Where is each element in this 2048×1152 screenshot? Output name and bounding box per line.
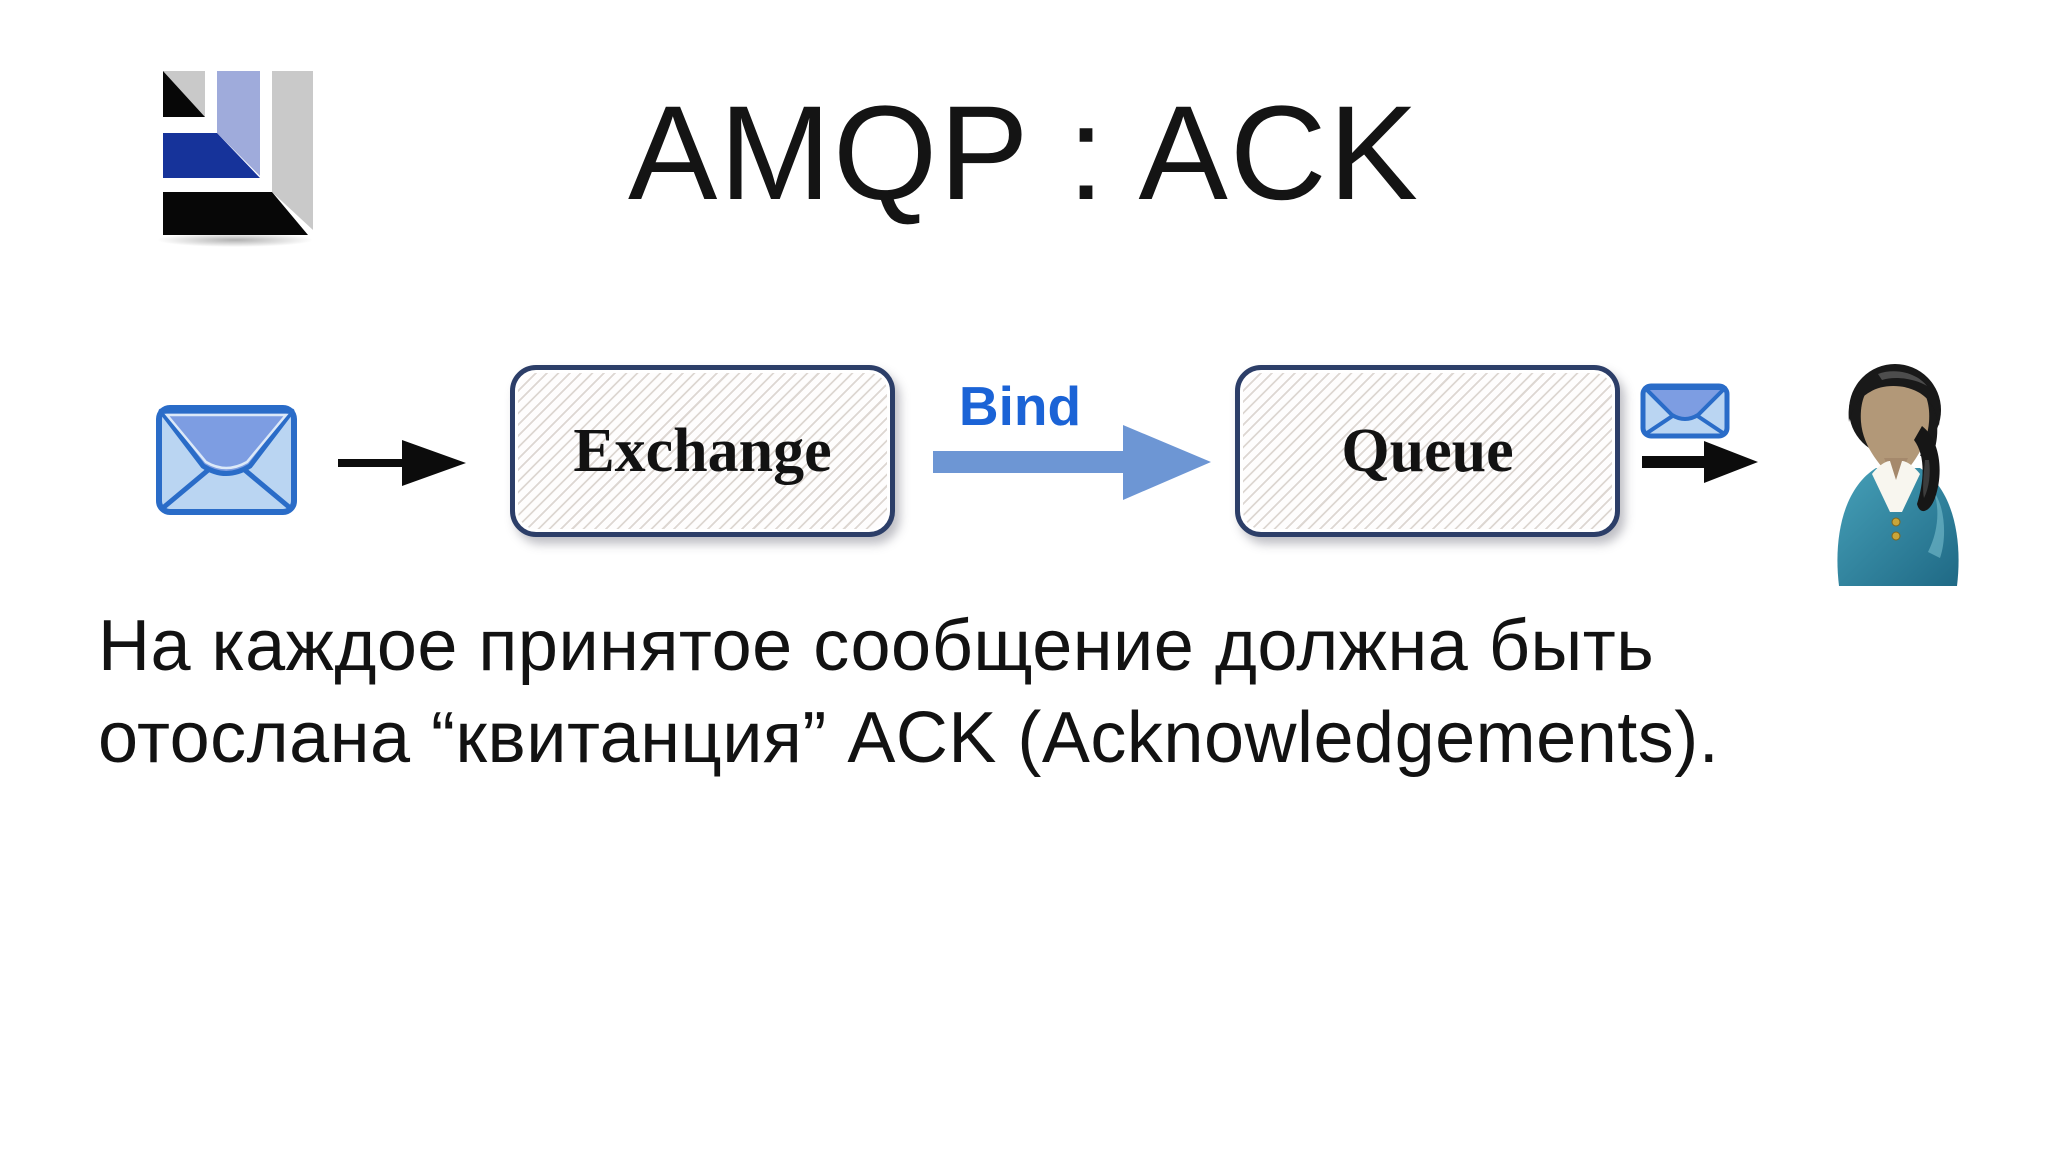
exchange-node: Exchange	[510, 365, 895, 537]
exchange-label: Exchange	[573, 416, 832, 485]
bind-label: Bind	[958, 375, 1082, 437]
slide-title: AMQP : ACK	[627, 79, 1420, 228]
person-icon	[1837, 364, 1959, 586]
body-line: отослана “квитанция” ACK (Acknowledgemen…	[98, 698, 1720, 778]
envelope-icon	[156, 405, 297, 515]
queue-node: Queue	[1235, 365, 1620, 537]
company-logo-icon	[157, 71, 313, 247]
envelope-icon	[1640, 383, 1730, 439]
slide-body-text: На каждое принятое сообщение должна быть…	[98, 600, 2008, 784]
arrow-right-icon	[338, 440, 466, 486]
body-line: На каждое принятое сообщение должна быть	[98, 606, 1655, 686]
arrow-right-icon	[1642, 441, 1758, 483]
queue-label: Queue	[1341, 416, 1514, 485]
bind-arrow-icon	[933, 425, 1211, 500]
